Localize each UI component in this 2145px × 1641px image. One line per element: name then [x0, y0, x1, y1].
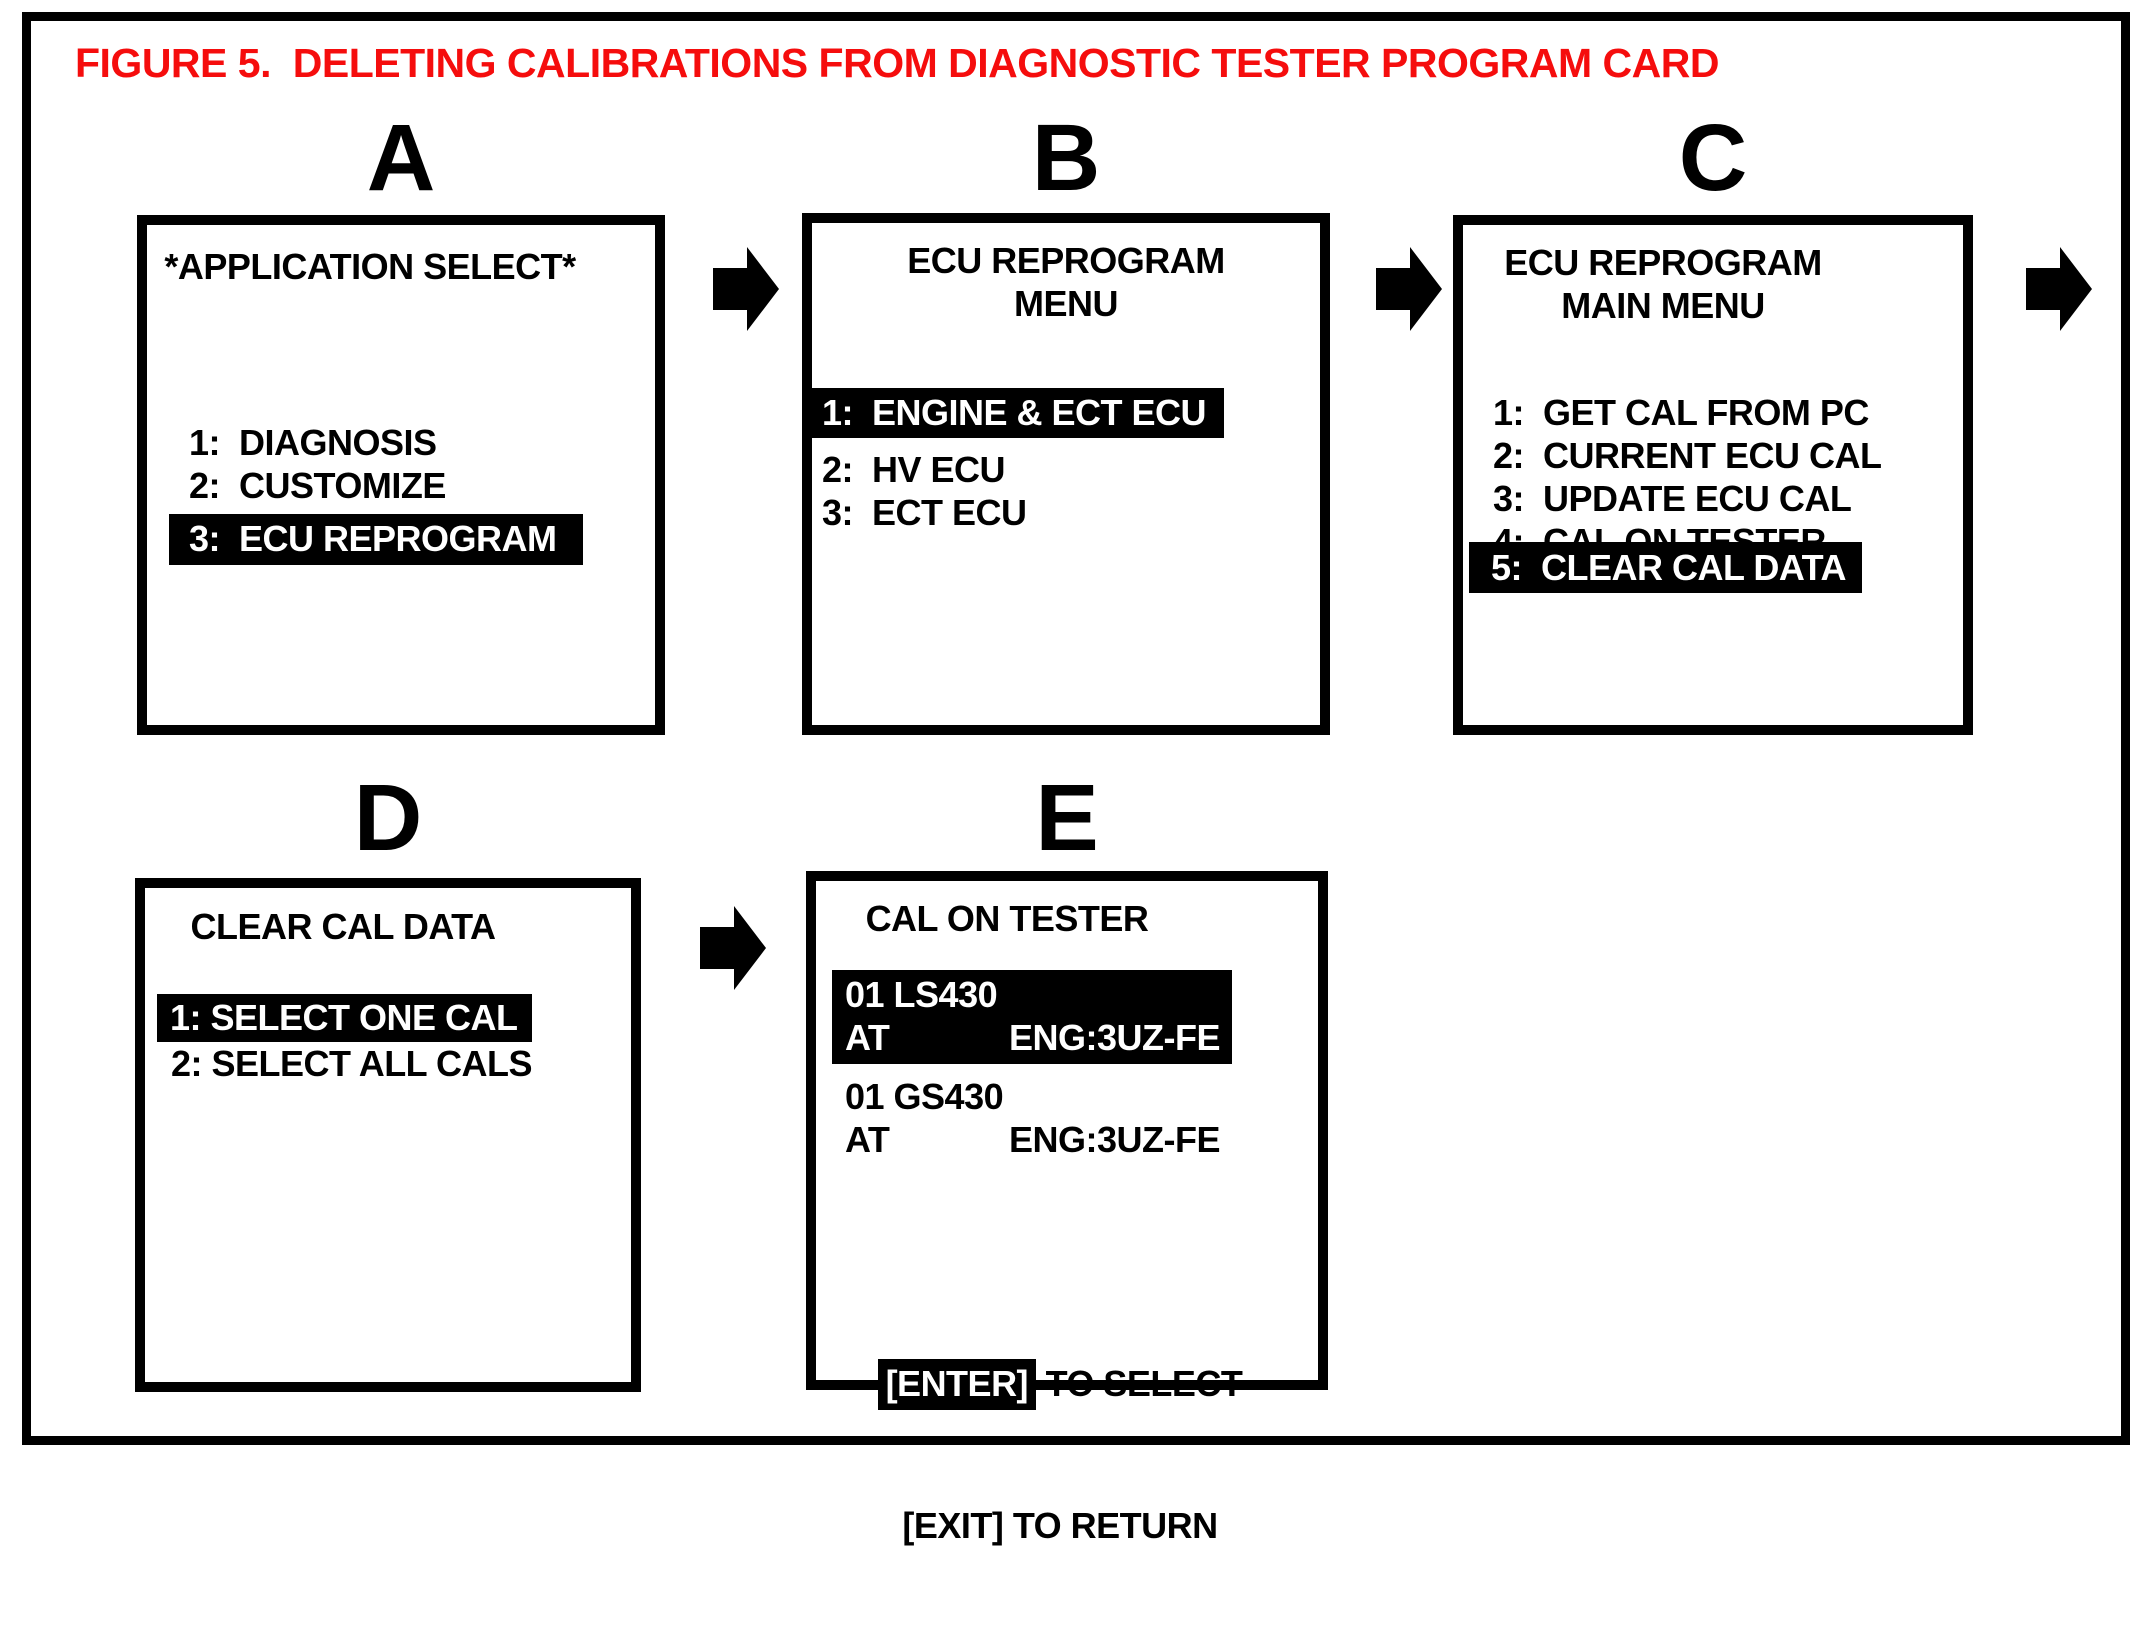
- enter-key-label: [ENTER]: [877, 1359, 1037, 1410]
- screen-e-cal-on-tester: CAL ON TESTER 01 LS430 AT ENG:3UZ-FE 01 …: [806, 871, 1328, 1546]
- calibration-engine: ENG:3UZ-FE: [1009, 1119, 1221, 1160]
- heading-line2: MAIN MENU: [1561, 285, 1765, 326]
- heading-line1: ECU REPROGRAM: [1504, 242, 1822, 283]
- step-label-e: E: [1035, 765, 1099, 871]
- calibration-detail: AT ENG:3UZ-FE: [845, 1016, 1221, 1059]
- calibration-entry-ls430-highlighted: 01 LS430 AT ENG:3UZ-FE: [832, 970, 1232, 1064]
- menu-item-row: 3: ECU REPROGRAM: [169, 514, 649, 565]
- screen-d-heading: CLEAR CAL DATA: [190, 906, 496, 947]
- menu-item-ecu-reprogram-highlighted: 3: ECU REPROGRAM: [169, 514, 583, 565]
- figure-caption: FIGURE 5. DELETING CALIBRATIONS FROM DIA…: [75, 40, 1719, 86]
- menu-item-ect-ecu: 3: ECT ECU: [822, 492, 1027, 533]
- menu-item-get-cal-from-pc: 1: GET CAL FROM PC: [1493, 392, 1869, 433]
- right-block-arrow-icon: [713, 247, 779, 331]
- exit-hint: [EXIT] TO RETURN: [902, 1505, 1218, 1546]
- screen-e-heading: CAL ON TESTER: [865, 898, 1149, 939]
- calibration-model: 01 GS430: [845, 1076, 1004, 1117]
- calibration-detail: AT ENG:3UZ-FE: [845, 1118, 1221, 1161]
- right-block-arrow-icon: [700, 906, 766, 990]
- step-label-c: C: [1678, 105, 1748, 211]
- heading-line1: ECU REPROGRAM: [907, 240, 1225, 281]
- menu-item-current-ecu-cal: 2: CURRENT ECU CAL: [1493, 435, 1882, 476]
- menu-item-row: 1: SELECT ONE CAL: [157, 994, 625, 1042]
- step-label-a: A: [366, 105, 436, 211]
- menu-item-row: 5: CLEAR CAL DATA: [1469, 542, 1959, 593]
- screen-d-menu: 1: SELECT ONE CAL 2: SELECT ALL CALS: [157, 994, 625, 1085]
- screen-a-heading: *APPLICATION SELECT*: [164, 246, 576, 287]
- heading-line2: MENU: [1014, 283, 1119, 324]
- menu-item-customize: 2: CUSTOMIZE: [189, 465, 446, 506]
- enter-action-label: TO SELECT: [1036, 1363, 1243, 1404]
- menu-item-update-ecu-cal: 3: UPDATE ECU CAL: [1493, 478, 1852, 519]
- calibration-transmission: AT: [845, 1017, 890, 1058]
- calibration-transmission: AT: [845, 1119, 890, 1160]
- right-block-arrow-icon: [2026, 247, 2092, 331]
- screen-c-menu: 1: GET CAL FROM PC 2: CURRENT ECU CAL 3:…: [1469, 391, 1959, 593]
- step-label-b: B: [1031, 105, 1101, 211]
- right-block-arrow-icon: [1376, 247, 1442, 331]
- menu-item-diagnosis: 1: DIAGNOSIS: [189, 422, 437, 463]
- screen-d-clear-cal-data: CLEAR CAL DATA 1: SELECT ONE CAL 2: SELE…: [135, 878, 641, 1392]
- calibration-engine: ENG:3UZ-FE: [1009, 1017, 1221, 1058]
- menu-item-select-one-cal-highlighted: 1: SELECT ONE CAL: [157, 994, 532, 1042]
- calibration-entry-gs430: 01 GS430 AT ENG:3UZ-FE: [832, 1072, 1232, 1166]
- menu-item-select-all-cals: 2: SELECT ALL CALS: [171, 1043, 533, 1084]
- menu-item-clear-cal-data-highlighted: 5: CLEAR CAL DATA: [1469, 542, 1862, 593]
- enter-hint: [ENTER] TO SELECT: [816, 1359, 1304, 1410]
- figure-page: FIGURE 5. DELETING CALIBRATIONS FROM DIA…: [22, 12, 2130, 1546]
- calibration-list: 01 LS430 AT ENG:3UZ-FE 01 GS430 AT ENG:3…: [832, 970, 1232, 1166]
- screen-e-footer: [ENTER] TO SELECT [EXIT] TO RETURN: [816, 1267, 1304, 1641]
- step-label-d: D: [353, 765, 423, 871]
- screen-a-menu: 1: DIAGNOSIS 2: CUSTOMIZE 3: ECU REPROGR…: [169, 421, 649, 565]
- screen-b-menu: 1: ENGINE & ECT ECU 2: HV ECU 3: ECT ECU: [812, 388, 1314, 534]
- menu-item-engine-ect-ecu-highlighted: 1: ENGINE & ECT ECU: [812, 388, 1225, 438]
- calibration-model: 01 LS430: [845, 974, 998, 1015]
- menu-item-row: 1: ENGINE & ECT ECU: [812, 388, 1314, 438]
- menu-item-hv-ecu: 2: HV ECU: [822, 449, 1006, 490]
- screen-a-application-select: *APPLICATION SELECT* 1: DIAGNOSIS 2: CUS…: [137, 215, 665, 735]
